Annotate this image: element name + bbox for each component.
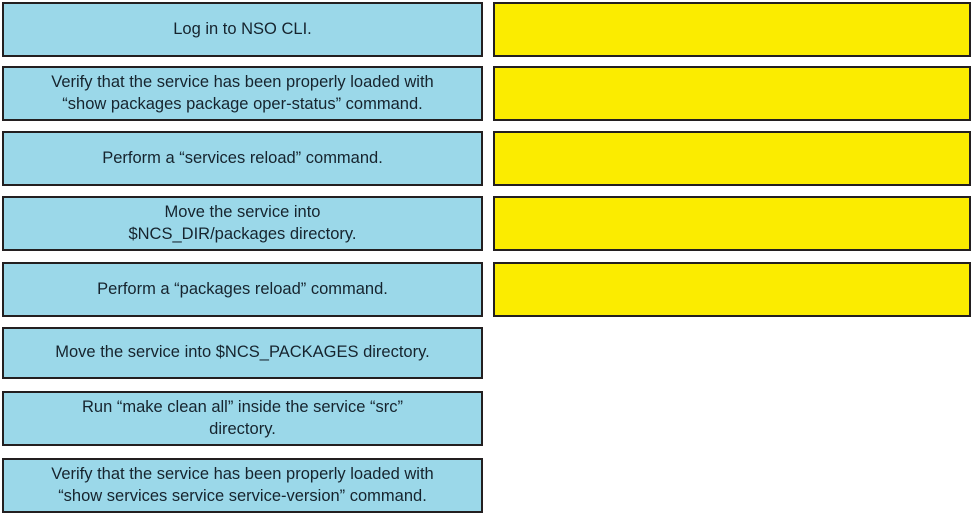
drag-item-label: Run “make clean all” inside the service … (82, 398, 403, 438)
drag-item-choice-4[interactable]: Move the service into $NCS_DIR/packages … (2, 196, 483, 251)
drag-item-label: Perform a “packages reload” command. (97, 279, 388, 298)
drag-item-label: Perform a “services reload” command. (102, 148, 383, 167)
drag-item-choice-5[interactable]: Perform a “packages reload” command. (2, 262, 483, 317)
drag-item-choice-7[interactable]: Run “make clean all” inside the service … (2, 391, 483, 446)
drag-item-choice-3[interactable]: Perform a “services reload” command. (2, 131, 483, 186)
drag-item-label: Verify that the service has been properl… (51, 465, 434, 505)
drag-item-label: Move the service into $NCS_PACKAGES dire… (55, 343, 430, 362)
drag-item-choice-2[interactable]: Verify that the service has been properl… (2, 66, 483, 121)
drop-zone-slot-4[interactable] (493, 196, 971, 251)
drag-item-label: Move the service into $NCS_DIR/packages … (128, 203, 357, 243)
drag-item-choice-6[interactable]: Move the service into $NCS_PACKAGES dire… (2, 327, 483, 379)
drag-item-label: Log in to NSO CLI. (173, 19, 312, 38)
drop-zone-slot-5[interactable] (493, 262, 971, 317)
drop-zone-slot-3[interactable] (493, 131, 971, 186)
drag-item-label: Verify that the service has been properl… (51, 73, 434, 113)
drag-item-choice-1[interactable]: Log in to NSO CLI. (2, 2, 483, 57)
drop-zone-slot-1[interactable] (493, 2, 971, 57)
drop-zone-slot-2[interactable] (493, 66, 971, 121)
drag-item-choice-8[interactable]: Verify that the service has been properl… (2, 458, 483, 513)
